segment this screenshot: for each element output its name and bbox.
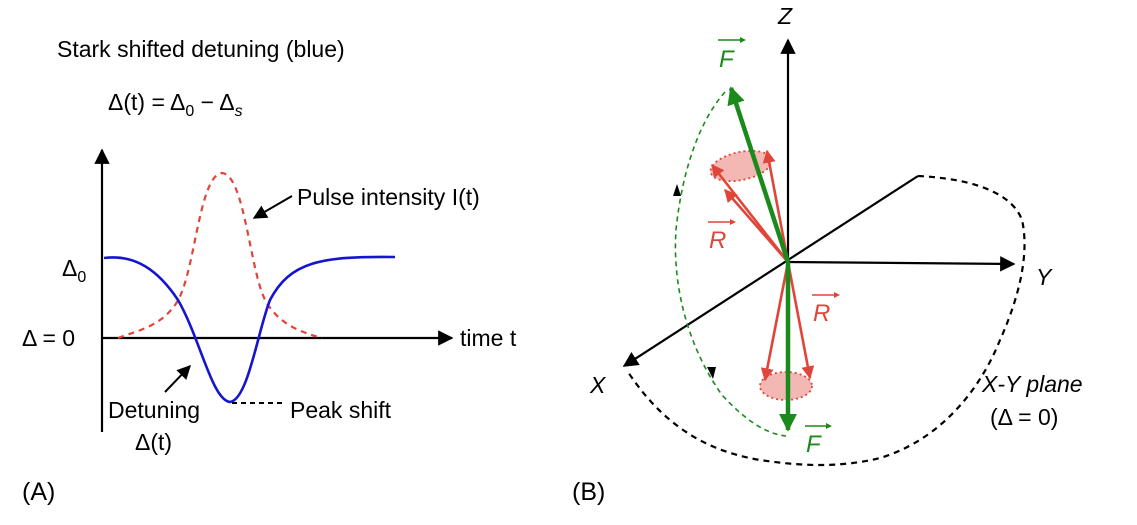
panel-a-label: (A)	[22, 478, 55, 506]
y-axis-3d	[787, 256, 1016, 272]
panel-b-label: (B)	[572, 478, 605, 506]
panel-b: Z Y X F F	[572, 3, 1083, 506]
r-vector-upper-3	[710, 163, 790, 263]
f-label-bottom: F	[806, 431, 822, 458]
f-label-top-group: F	[718, 37, 746, 73]
plane-label-line1: X-Y plane	[981, 371, 1083, 397]
r-label-right-group: R	[812, 292, 840, 327]
f-label-top: F	[719, 46, 735, 73]
panel-a-title: Stark shifted detuning (blue)	[57, 36, 345, 62]
x-axis-label: time t	[460, 325, 517, 351]
detuning-curve	[103, 255, 396, 404]
detuning-label-arrow	[164, 364, 191, 393]
pulse-label: Pulse intensity I(t)	[297, 184, 480, 210]
equation-mid: − Δ	[194, 89, 234, 115]
f-vector-upper	[727, 86, 791, 263]
detuning-equation: Δ(t) = Δ0 − Δs	[108, 89, 243, 120]
equation-sub0: 0	[185, 103, 194, 120]
r-label-right: R	[813, 300, 830, 327]
z-axis-label: Z	[777, 3, 793, 29]
plane-label-line2: (Δ = 0)	[990, 404, 1058, 430]
x-axis-3d	[622, 175, 919, 367]
r-vector-upper-2	[762, 149, 790, 263]
y-tick-delta0: Δ0	[62, 255, 86, 286]
x-axis-label: X	[589, 372, 607, 398]
arc-arrow-lower	[707, 367, 716, 379]
r-label-left-group: R	[708, 219, 736, 254]
pulse-intensity-curve	[117, 171, 323, 340]
equation-subs: s	[235, 103, 243, 120]
detuning-label-line1: Detuning	[108, 397, 200, 423]
pulse-label-arrow	[252, 195, 293, 219]
y-axis-label: Y	[1036, 264, 1053, 290]
precession-arc	[674, 91, 787, 437]
detuning-label-line2: Δ(t)	[135, 429, 172, 455]
r-label-left: R	[709, 227, 726, 254]
f-label-bottom-group: F	[805, 423, 832, 458]
r-vector-lower-1	[760, 261, 790, 382]
r-vector-lower-2	[786, 261, 815, 380]
arc-arrow-upper	[673, 184, 681, 196]
peak-shift-label: Peak shift	[290, 397, 392, 423]
y-tick-zero: Δ = 0	[22, 325, 75, 351]
equation-lhs: Δ(t) = Δ	[108, 89, 185, 115]
panel-a: Stark shifted detuning (blue) Δ(t) = Δ0 …	[22, 36, 517, 506]
upper-cone-ellipse	[709, 149, 773, 183]
xy-plane-outline	[627, 174, 1026, 467]
